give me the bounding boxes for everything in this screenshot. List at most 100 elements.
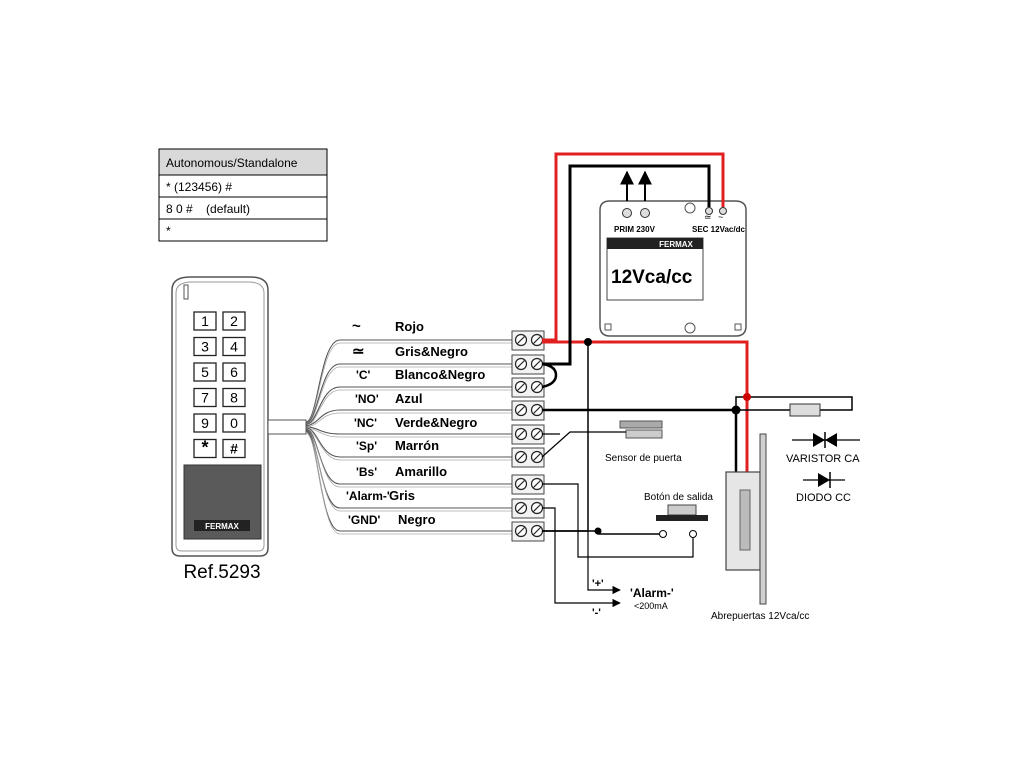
varistor-symbol: VARISTOR CA [786, 432, 860, 465]
door-opener-label: Abrepuertas 12Vca/cc [711, 611, 809, 622]
key-label: * [201, 438, 208, 458]
table-row-cell [158, 218, 328, 242]
wire-code: 'Alarm-' [346, 489, 390, 503]
terminal-screw-slot [517, 480, 525, 488]
suppressor-component [789, 403, 821, 417]
suppressor-branch-wire [735, 396, 853, 411]
exit-button-contact [659, 530, 667, 538]
key-label: 9 [201, 415, 209, 431]
power-wire-black [542, 164, 711, 366]
dc-symbol-icon: ≃ [704, 212, 712, 222]
key-button [193, 387, 217, 408]
door-sensor-magnet [619, 420, 663, 429]
table-header-cell [158, 148, 328, 176]
terminal-screw-slot [533, 383, 541, 391]
wire-code: 'GND' [348, 513, 381, 527]
varistor-icon [813, 433, 825, 447]
alarm-minus-label: 'Alarm-' [630, 586, 674, 600]
transformer: ≃ ~ PRIM 230V SEC 12Vac/dc FERMAX 12Vca/… [599, 200, 747, 337]
junction-dot-red [743, 393, 751, 401]
terminal-screw-slot [517, 336, 525, 344]
terminal-screw-slot [533, 527, 541, 535]
wire-color-name: Gris [389, 488, 415, 503]
power-wire-red [542, 152, 725, 342]
key-label: 4 [230, 339, 238, 355]
sec-terminal [719, 207, 727, 215]
terminal-screw-slot [517, 360, 525, 368]
terminal-block [511, 330, 545, 542]
mount-hole [684, 322, 696, 334]
junction-dot [594, 527, 602, 535]
transformer-brand: FERMAX [659, 240, 693, 249]
key-button [193, 413, 217, 433]
door-opener-latch [739, 489, 751, 551]
bridge-wire [541, 362, 558, 389]
junction-dot [584, 338, 592, 346]
keypad-ref: Ref.5293 [183, 562, 260, 583]
door-opener: Abrepuertas 12Vca/cc [711, 433, 809, 622]
keypad-wire [305, 426, 512, 435]
ac-symbol-icon: ~ [718, 212, 723, 222]
wire-code: 'C' [356, 368, 371, 382]
door-opener-faceplate [759, 433, 767, 605]
wire-labels: ~Rojo≃Gris&Negro'C'Blanco&Negro'NO'Azul'… [346, 318, 485, 527]
diode-icon [818, 473, 830, 487]
minus-label: '-' [592, 607, 601, 619]
key-label: 5 [201, 364, 209, 380]
door-sensor: Sensor de puerta [605, 420, 682, 464]
keypad-wire [305, 409, 512, 427]
table-row: * (123456) # [166, 180, 232, 194]
terminal-screw-slot [533, 453, 541, 461]
keypad-wires [305, 339, 512, 535]
mount-hole [684, 202, 696, 214]
programming-table: Autonomous/Standalone * (123456) # 8 0 #… [158, 148, 328, 242]
exit-button-plate [656, 515, 708, 521]
cable-sheath [267, 419, 307, 435]
terminal-screw-slot [517, 453, 525, 461]
keypad-wire [305, 427, 512, 458]
prim-label: PRIM 230V [614, 225, 656, 234]
key-button [193, 438, 217, 459]
wire-color-name: Blanco&Negro [395, 367, 485, 382]
terminal-screw-slot [517, 406, 525, 414]
exit-button: Botón de salida [644, 492, 713, 538]
key-button [222, 438, 246, 459]
wire-color-name: Azul [395, 391, 422, 406]
key-button [193, 336, 217, 357]
terminal-screw-slot [533, 406, 541, 414]
transformer-voltage: 12Vca/cc [611, 267, 693, 288]
exit-button-label: Botón de salida [644, 492, 713, 503]
key-label: 0 [230, 415, 238, 431]
wire-code: 'Sp' [356, 439, 377, 453]
varistor-icon [825, 433, 837, 447]
key-button [193, 311, 217, 331]
terminal-screw-slot [517, 504, 525, 512]
transformer-brand-bar [607, 238, 703, 249]
diode-symbol: DIODO CC [796, 472, 851, 504]
alarm-minus-wire [542, 507, 621, 608]
exit-button-contact [689, 530, 697, 538]
alarm-plus-label: '+' [592, 578, 604, 590]
keypad-wire [305, 339, 512, 423]
gnd-to-button-wire [542, 530, 663, 535]
power-wire-red-opener [542, 340, 749, 472]
brand-plate [194, 520, 250, 531]
terminal-screw-slot [533, 336, 541, 344]
key-label: 1 [201, 313, 209, 329]
terminal-screw-slot [533, 430, 541, 438]
key-label: 2 [230, 313, 238, 329]
keypad-wire [305, 386, 512, 425]
keypad-led [183, 284, 189, 300]
terminal-screw-slot [517, 383, 525, 391]
key-label: 8 [230, 390, 238, 406]
wire-code: 'NC' [354, 416, 377, 430]
mount-tab [734, 323, 742, 331]
sensor-wire [541, 431, 626, 458]
wire-code: 'Bs' [356, 465, 377, 479]
key-button [222, 387, 246, 408]
alarm-plus-wire [587, 531, 621, 595]
door-sensor-label: Sensor de puerta [605, 453, 682, 464]
table-row: * [166, 224, 171, 238]
